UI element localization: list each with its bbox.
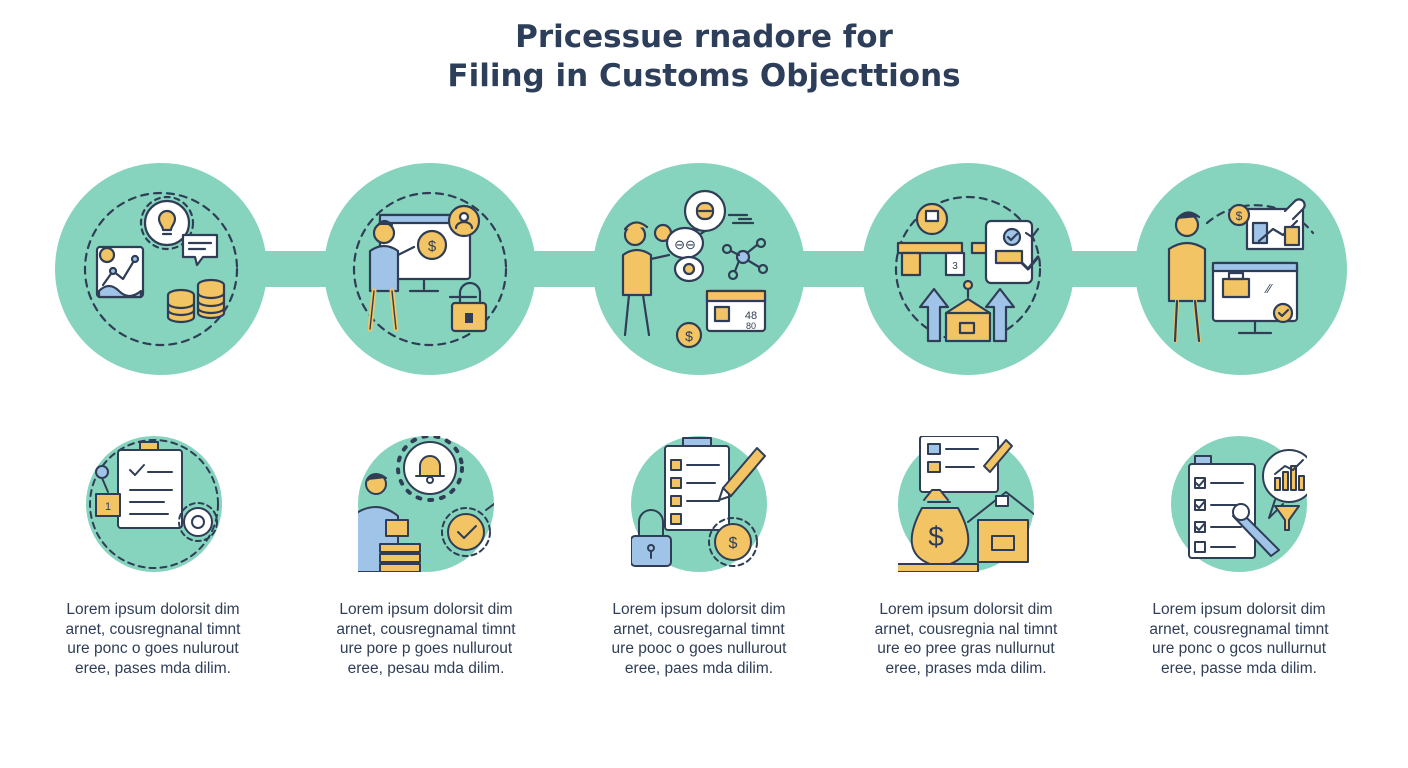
step-3-circle: ⊖⊖ $ 48 80	[593, 163, 805, 375]
page-title: Pricessue rnadore for Filing in Customs …	[0, 18, 1408, 96]
step-4-description: Lorem ipsum dolorsit dim arnet, cousregn…	[846, 600, 1086, 678]
desc-line: ure ponc o goes nulurout	[67, 640, 239, 657]
checklist-lock-icon: $	[631, 437, 766, 567]
notification-approval-icon	[358, 436, 494, 572]
step-3-small-circle: $	[631, 436, 767, 572]
desc-line: eree, pases mda dilim.	[75, 659, 231, 677]
title-line-1: Pricessue rnadore for	[515, 19, 893, 55]
step-2-description: Lorem ipsum dolorsit dim arnet, cousregn…	[306, 600, 546, 678]
step-2-small-circle	[358, 436, 494, 572]
communication-network-icon: ⊖⊖ $ 48 80	[621, 189, 769, 349]
svg-text:⊖⊖: ⊖⊖	[674, 237, 696, 252]
money-bag-house-icon: $	[898, 436, 1034, 572]
desc-line: eree, paes mda dilim.	[624, 659, 774, 677]
svg-text:$: $	[1236, 209, 1243, 223]
title-line-2: Filing in Customs Objecttions	[447, 58, 961, 94]
step-5-small-circle	[1171, 436, 1307, 572]
step-3-description: Lorem ipsum dolorsit dim arnet, cousrega…	[579, 600, 819, 678]
step-1-description: Lorem ipsum dolorsit dim arnet, cousregn…	[33, 600, 273, 678]
step-2-circle: $	[324, 163, 536, 375]
step-1-circle	[55, 163, 267, 375]
desc-line: Lorem ipsum dolorsit dim	[66, 601, 240, 618]
step-1-small-circle: 1	[86, 436, 222, 572]
step-4-circle: 3	[862, 163, 1074, 375]
desc-line: Lorem ipsum dolorsit dim	[1152, 601, 1326, 618]
desc-line: eree, pesau mda dilim.	[347, 659, 505, 677]
svg-text:1: 1	[105, 501, 111, 513]
svg-text:3: 3	[952, 261, 958, 272]
svg-text:$: $	[928, 521, 944, 552]
step-5-circle: $ ⁄⁄	[1135, 163, 1347, 375]
svg-text:$: $	[685, 328, 693, 344]
desc-line: arnet, cousregnia nal timnt	[874, 620, 1058, 638]
desc-line: eree, passe mda dilim.	[1161, 659, 1317, 677]
svg-text:⁄⁄: ⁄⁄	[1264, 281, 1273, 296]
step-4-small-circle: $	[898, 436, 1034, 572]
svg-text:48: 48	[745, 310, 757, 322]
desc-line: arnet, cousregarnal timnt	[613, 620, 785, 638]
desc-line: ure ponc o gcos nullurnut	[1151, 640, 1327, 657]
desc-line: arnet, cousregnanal timnt	[65, 620, 241, 638]
customs-cargo-approval-icon: 3	[894, 195, 1042, 343]
checklist-analytics-icon	[1188, 449, 1307, 559]
svg-text:80: 80	[746, 321, 756, 331]
analyst-dashboard-icon: $ ⁄⁄	[1167, 198, 1315, 343]
desc-line: Lorem ipsum dolorsit dim	[612, 601, 786, 618]
svg-text:$: $	[729, 535, 738, 552]
desc-line: Lorem ipsum dolorsit dim	[879, 601, 1053, 618]
desc-line: ure eo pree gras nullurnut	[877, 640, 1055, 657]
desc-line: arnet, cousregnamal timnt	[1149, 620, 1329, 638]
desc-line: arnet, cousregnamal timnt	[336, 620, 516, 638]
svg-text:$: $	[428, 238, 437, 255]
checklist-settings-icon: 1	[89, 439, 219, 569]
ideas-data-finance-icon	[83, 191, 239, 347]
desc-line: ure pooc o goes nullurout	[611, 640, 787, 657]
desc-line: ure pore p goes nullurout	[339, 640, 513, 657]
desc-line: Lorem ipsum dolorsit dim	[339, 601, 513, 618]
desc-line: eree, prases mda dilim.	[885, 659, 1047, 677]
presentation-payment-lock-icon: $	[352, 191, 508, 347]
step-5-description: Lorem ipsum dolorsit dim arnet, cousregn…	[1119, 600, 1359, 678]
